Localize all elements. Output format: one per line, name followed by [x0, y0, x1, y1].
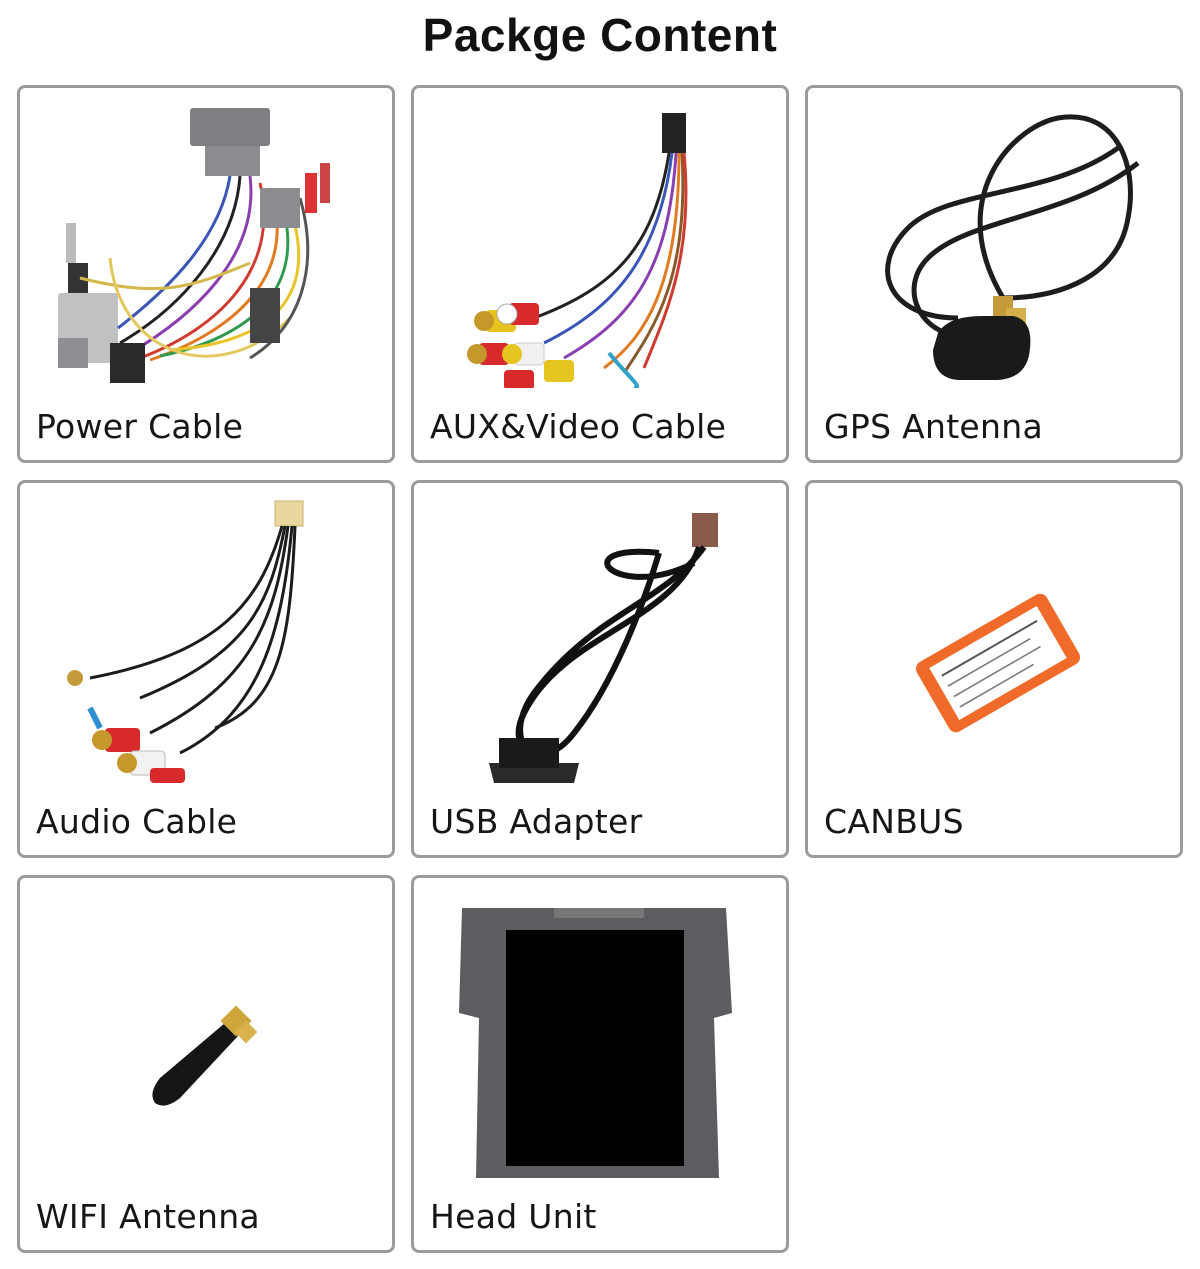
usb-adapter-icon — [489, 513, 718, 783]
item-label: GPS Antenna — [824, 407, 1043, 446]
item-card-usb-adapter: USB Adapter — [411, 480, 789, 858]
item-card-gps-antenna: GPS Antenna — [805, 85, 1183, 463]
item-card-wifi-antenna: WIFI Antenna — [17, 875, 395, 1253]
power-cable-icon — [58, 108, 330, 383]
head-unit-icon — [459, 908, 732, 1178]
item-label: Audio Cable — [36, 802, 238, 841]
item-label: USB Adapter — [430, 802, 643, 841]
item-label: AUX&Video Cable — [430, 407, 727, 446]
page-title: Packge Content — [422, 9, 778, 61]
item-card-audio-cable: Audio Cable — [17, 480, 395, 858]
item-label: Power Cable — [36, 407, 244, 446]
item-card-power-cable: Power Cable — [17, 85, 395, 463]
item-label: Head Unit — [430, 1197, 597, 1236]
aux-video-cable-icon — [467, 113, 688, 388]
item-label: WIFI Antenna — [36, 1197, 260, 1236]
canbus-box-icon — [915, 593, 1081, 733]
item-card-canbus: CANBUS — [805, 480, 1183, 858]
audio-cable-icon — [67, 500, 304, 783]
gps-antenna-icon — [885, 114, 1140, 380]
item-card-head-unit: Head Unit — [411, 875, 789, 1253]
item-card-aux-video-cable: AUX&Video Cable — [411, 85, 789, 463]
item-label: CANBUS — [824, 802, 964, 841]
wifi-antenna-icon — [152, 1005, 258, 1106]
